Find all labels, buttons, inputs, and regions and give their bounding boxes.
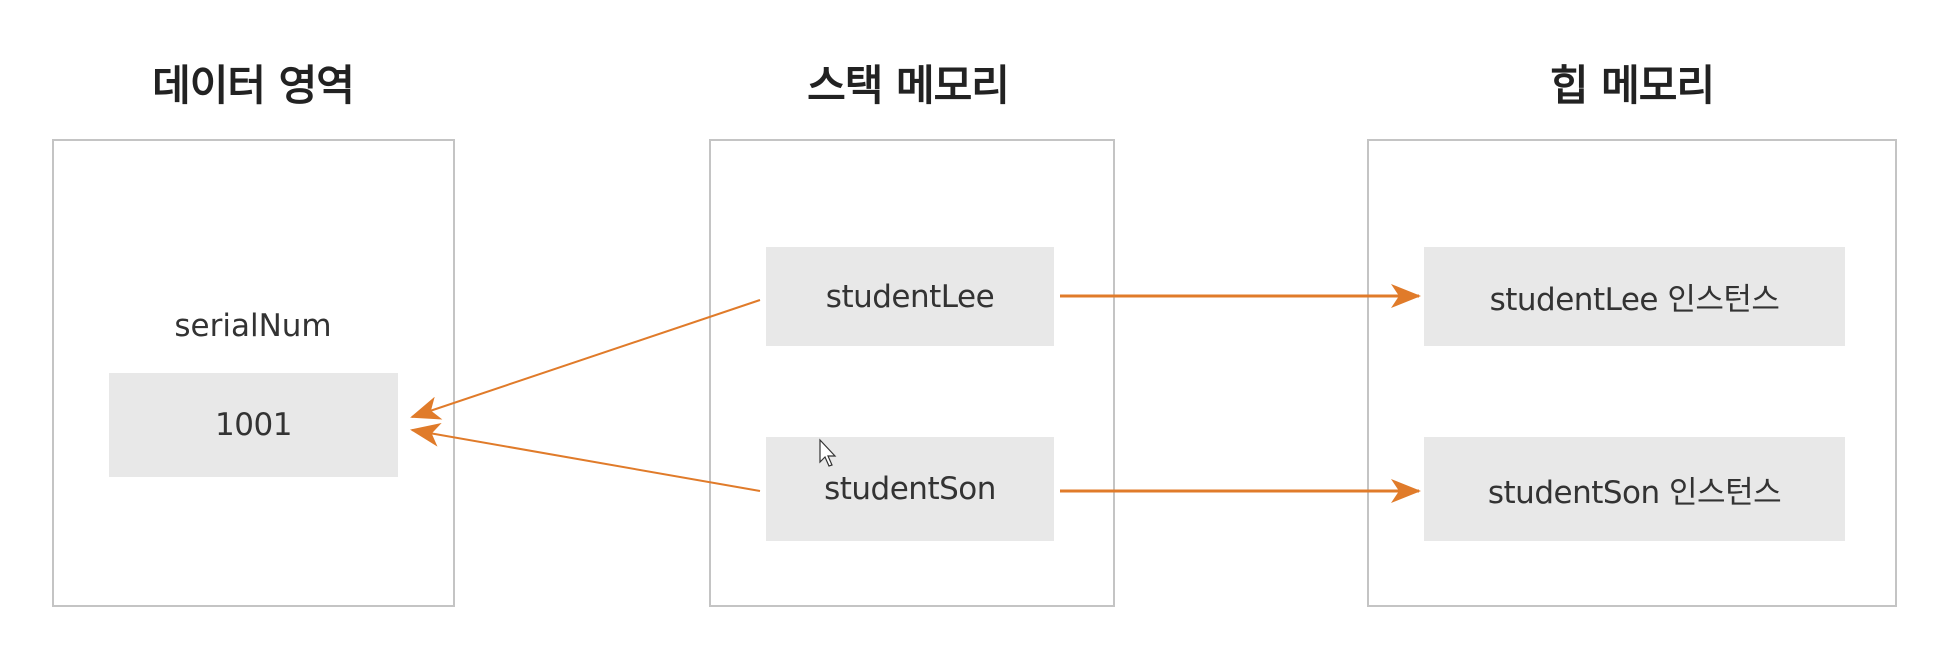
heap-item-studentson-instance: studentSon 인스턴스 [1424,437,1845,541]
stack-item-studentlee: studentLee [766,247,1054,346]
heap-memory-title: 힙 메모리 [1549,61,1715,110]
arrow-studentlee-to-serialnum [410,299,761,420]
stack-item-studentson: studentSon [766,437,1054,541]
serialnum-value-cell: 1001 [109,373,398,477]
serialnum-label: serialNum [174,308,332,344]
stack-memory-title: 스택 메모리 [807,61,1010,110]
data-area-title: 데이터 영역 [152,61,355,110]
heap-item-studentlee-instance: studentLee 인스턴스 [1424,247,1845,346]
arrow-studentson-to-serialnum [410,423,761,492]
mouse-cursor-icon [819,438,837,467]
